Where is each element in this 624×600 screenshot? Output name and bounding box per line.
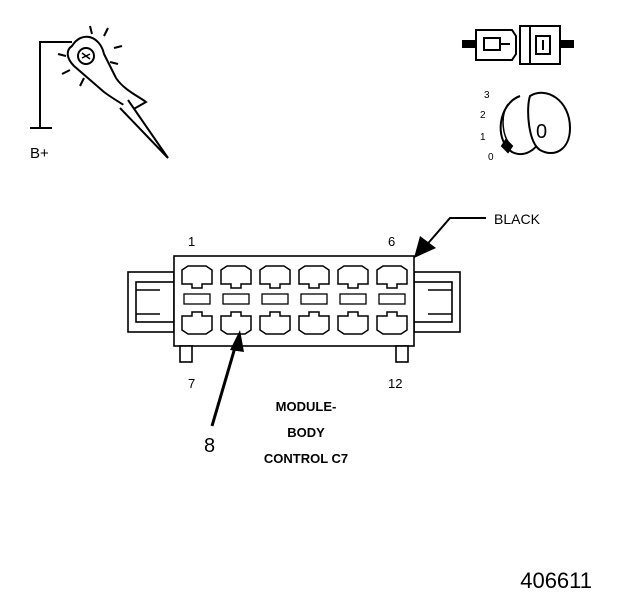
color-leader-arrow bbox=[414, 217, 486, 258]
terminal-cavity-5 bbox=[337, 265, 369, 289]
terminal-cavity-3 bbox=[259, 265, 291, 289]
latch-tab-4 bbox=[300, 293, 328, 305]
terminal-cavity-8 bbox=[220, 311, 252, 335]
terminal-cavity-1 bbox=[181, 265, 213, 289]
ignition-position-3: 3 bbox=[484, 90, 490, 101]
latch-tab-6 bbox=[378, 293, 406, 305]
probed-pin-label: 8 bbox=[204, 435, 215, 457]
connector-title-line-1: MODULE- bbox=[276, 399, 337, 414]
latch-tab-3 bbox=[261, 293, 289, 305]
test-light-icon bbox=[30, 25, 169, 159]
latch-tab-1 bbox=[183, 293, 211, 305]
terminal-cavity-6 bbox=[376, 265, 408, 289]
connector-color-label: BLACK bbox=[494, 211, 541, 227]
terminal-cavity-11 bbox=[337, 311, 369, 335]
ignition-key-label: 0 bbox=[536, 121, 547, 143]
connector-cavities bbox=[181, 265, 408, 335]
terminal-cavity-7 bbox=[181, 311, 213, 335]
connector-title-line-3: CONTROL C7 bbox=[264, 451, 348, 466]
fuse-icon bbox=[462, 25, 574, 65]
terminal-cavity-2 bbox=[220, 265, 252, 289]
pin-label-12: 12 bbox=[388, 376, 402, 391]
terminal-cavity-12 bbox=[376, 311, 408, 335]
latch-tab-2 bbox=[222, 293, 250, 305]
figure-number: 406611 bbox=[520, 568, 592, 593]
terminal-cavity-4 bbox=[298, 265, 330, 289]
latch-tab-5 bbox=[339, 293, 367, 305]
ignition-position-1: 1 bbox=[480, 132, 486, 143]
ignition-position-0: 0 bbox=[488, 152, 494, 163]
terminal-cavity-9 bbox=[259, 311, 291, 335]
pin-label-7: 7 bbox=[188, 376, 195, 391]
pin-label-1: 1 bbox=[188, 234, 195, 249]
b-plus-label: B+ bbox=[30, 145, 49, 162]
probe-pin-arrow bbox=[210, 330, 244, 427]
terminal-cavity-10 bbox=[298, 311, 330, 335]
ignition-position-2: 2 bbox=[480, 110, 486, 121]
connector-body bbox=[127, 255, 461, 363]
connector-title-line-2: BODY bbox=[287, 425, 325, 440]
ignition-switch-icon bbox=[499, 91, 572, 156]
pin-label-6: 6 bbox=[388, 234, 395, 249]
